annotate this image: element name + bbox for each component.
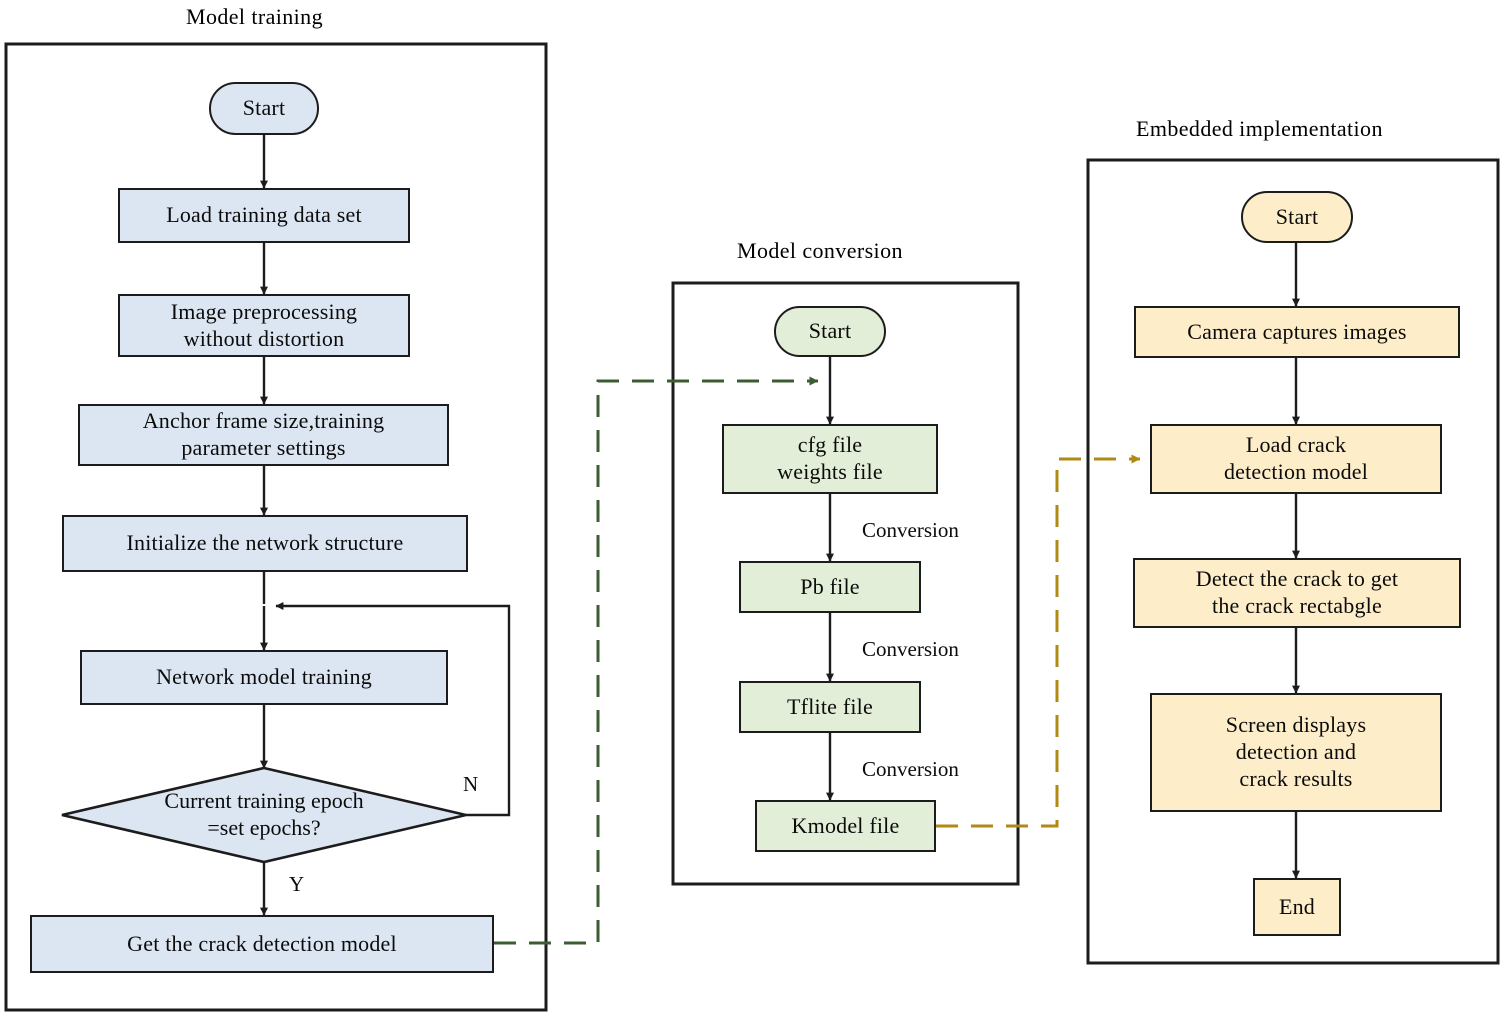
node-embedded-start[interactable]: Start	[1241, 191, 1353, 243]
edge-label-branch-yes: Y	[289, 872, 305, 896]
node-label: Pb file	[800, 573, 860, 599]
panel-title-embedded-implementation: Embedded implementation	[1136, 116, 1383, 141]
node-label: Start	[242, 95, 286, 121]
node-label: Tflite file	[787, 693, 873, 719]
panel-embedded-border	[1086, 158, 1500, 965]
connector-green-dashed	[494, 376, 819, 945]
edge-label-conversion-2: Conversion	[862, 637, 959, 661]
node-label: Kmodel file	[791, 812, 900, 838]
panel-training-border	[4, 42, 548, 1012]
node-kmodel-file[interactable]: Kmodel file	[755, 800, 936, 852]
node-label: Initialize the network structure	[126, 530, 404, 556]
node-pb-file[interactable]: Pb file	[739, 561, 921, 613]
node-label: Start	[808, 318, 852, 344]
node-label: End	[1278, 893, 1316, 919]
edge-label-branch-no: N	[463, 772, 479, 796]
node-label: Load training data set	[166, 202, 362, 228]
edge-label-conversion-1: Conversion	[862, 518, 959, 542]
arrow-loopback-no	[275, 602, 511, 817]
panel-conversion-border	[671, 281, 1020, 886]
node-load-training-data-set[interactable]: Load training data set	[118, 188, 410, 243]
decision-diamond	[61, 766, 467, 864]
node-training-start[interactable]: Start	[209, 82, 319, 135]
node-conversion-start[interactable]: Start	[774, 306, 886, 357]
node-network-model-training[interactable]: Network model training	[80, 650, 448, 705]
connector-yellow-dashed	[936, 454, 1141, 828]
node-get-the-crack-detection-model[interactable]: Get the crack detection model	[30, 915, 494, 973]
node-label: Network model training	[156, 664, 372, 690]
panel-title-model-conversion: Model conversion	[737, 238, 903, 263]
panel-title-model-training: Model training	[186, 4, 323, 29]
node-camera-captures-images[interactable]: Camera captures images	[1134, 306, 1460, 358]
node-initialize-network-structure[interactable]: Initialize the network structure	[62, 515, 468, 572]
node-label: Get the crack detection model	[127, 930, 397, 956]
node-tflite-file[interactable]: Tflite file	[739, 681, 921, 733]
node-label: Camera captures images	[1187, 318, 1407, 344]
node-label: Start	[1275, 203, 1319, 229]
node-embedded-end[interactable]: End	[1253, 878, 1341, 936]
edge-label-conversion-3: Conversion	[862, 757, 959, 781]
